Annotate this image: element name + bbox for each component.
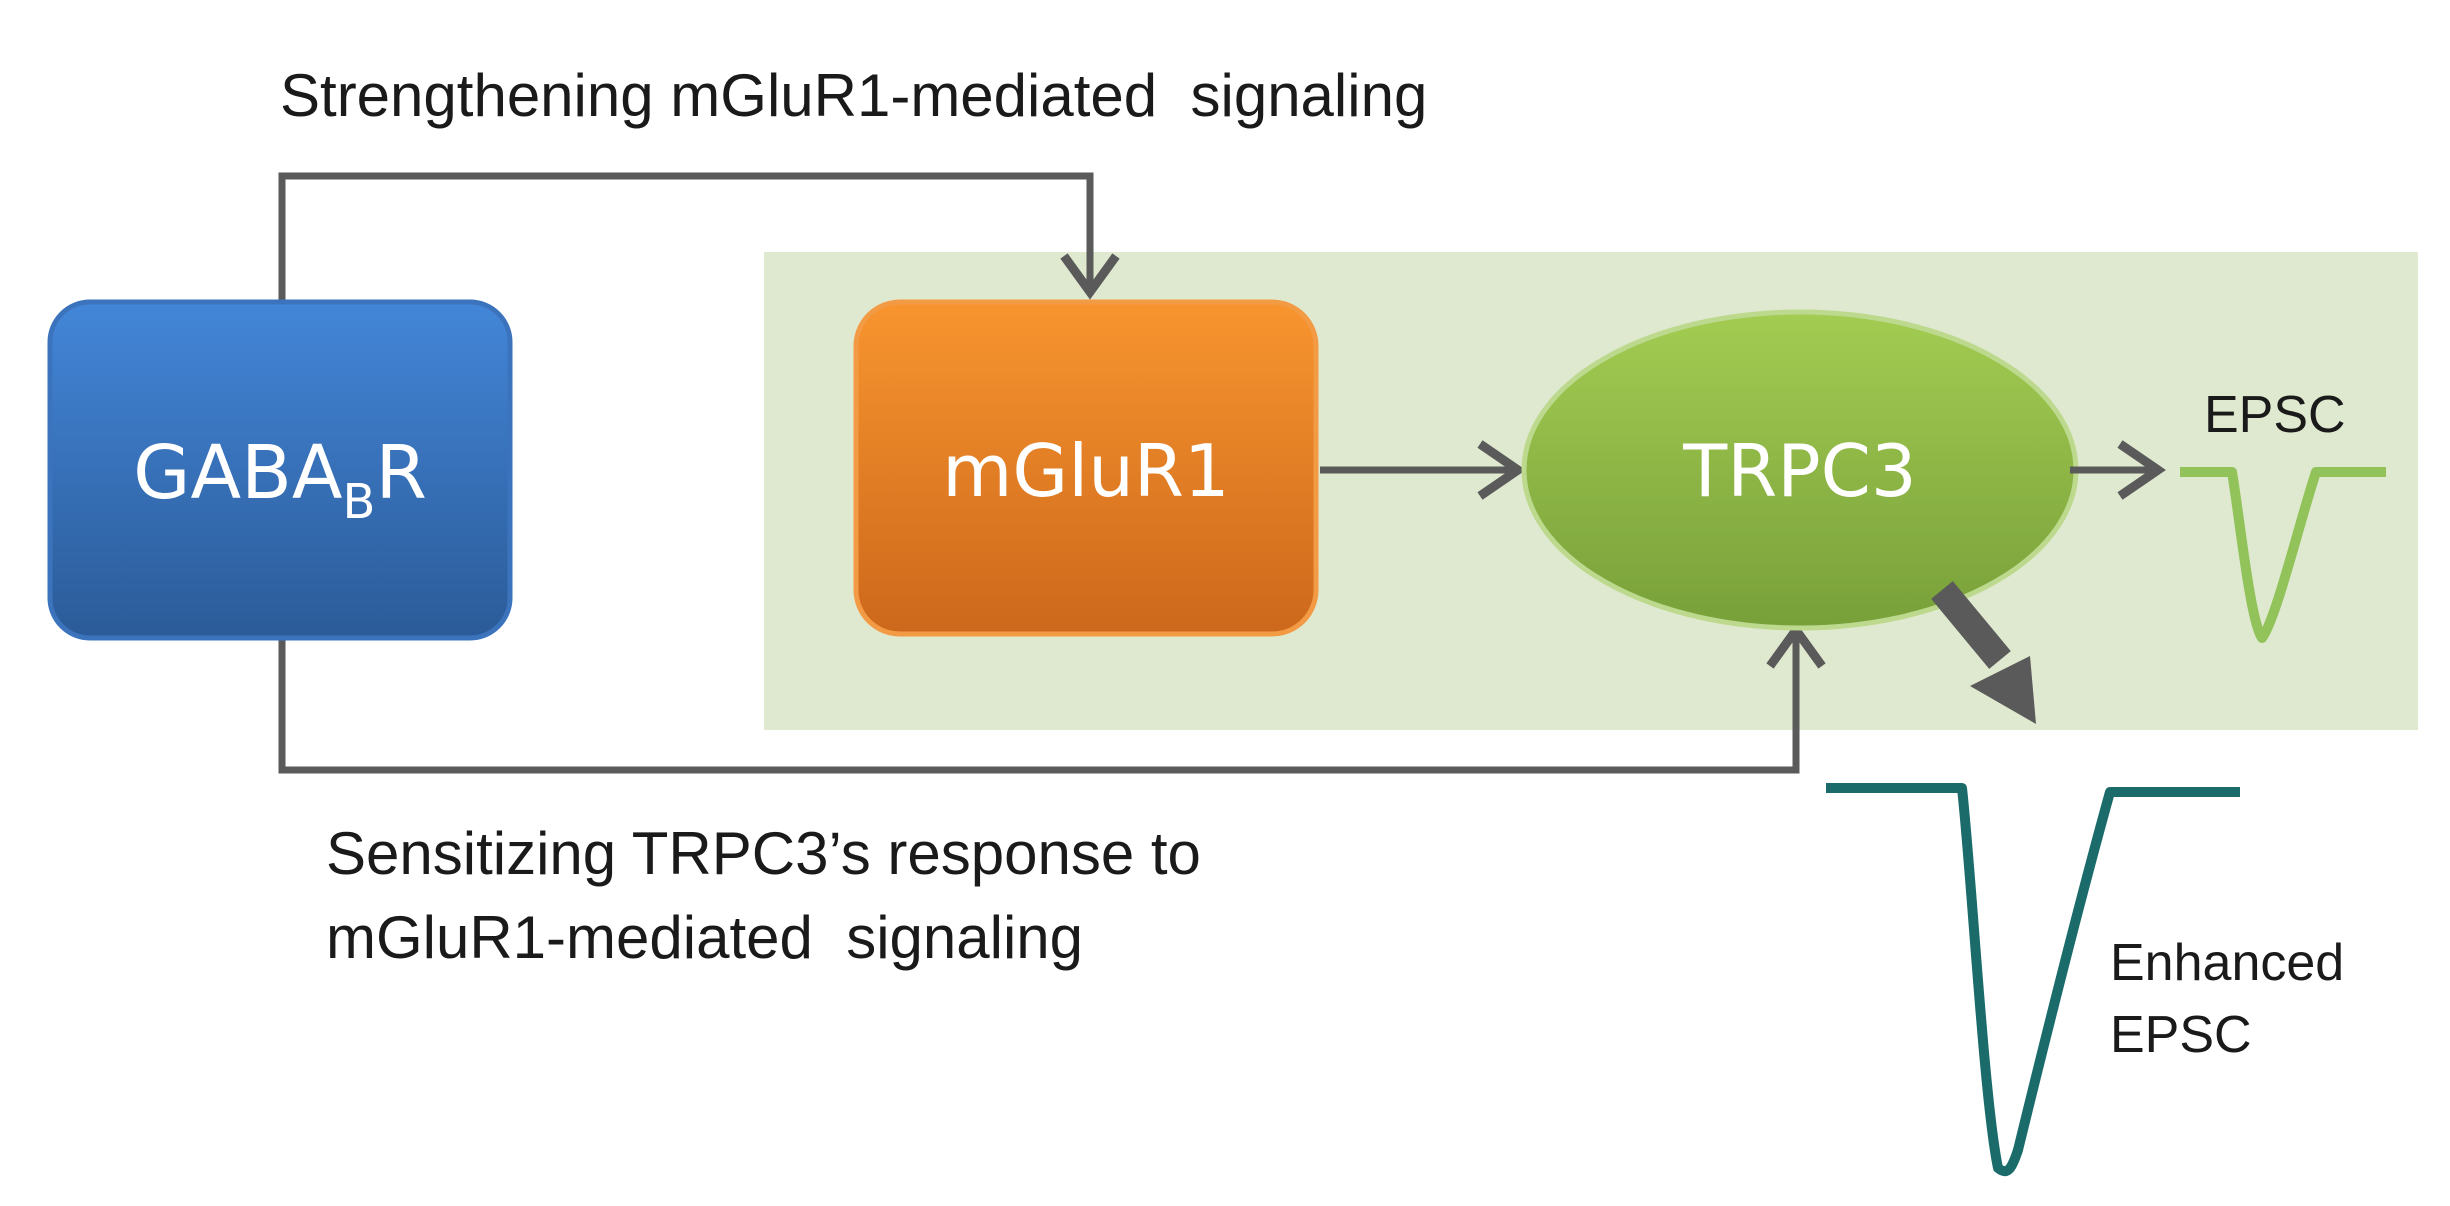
gabab-label-tail: R: [375, 430, 426, 516]
trpc3-label: TRPC3: [1682, 429, 1917, 513]
svg-text:Sensitizing TRPC3’s response t: Sensitizing TRPC3’s response to mGluR1-m…: [0, 0, 1284, 971]
enhanced-arrow: [1931, 581, 2036, 724]
bottom-pathway-label-line1: Sensitizing TRPC3’s response to: [326, 820, 1201, 887]
bottom-pathway-label-line2: mGluR1-mediated signaling: [326, 904, 1083, 971]
mglur1-to-trpc3-arrow: [1320, 440, 1526, 500]
top-pathway-label: Strengthening mGluR1-mediated signaling: [280, 62, 1427, 129]
epsc-trace: [2180, 467, 2386, 643]
svg-text:GABABR: GABABR: [133, 430, 427, 530]
top-pathway-arrowhead: [1060, 253, 1120, 300]
enhanced-epsc-trace: [1826, 783, 2240, 1176]
enhanced-epsc-label-line1: Enhanced: [2110, 934, 2344, 992]
gabab-label-main: GABA: [133, 430, 343, 516]
bottom-pathway-connector: [278, 630, 1800, 774]
mglur1-node: mGluR1: [853, 299, 1319, 637]
epsc-label: EPSC: [2204, 386, 2346, 444]
enhanced-epsc-label-line2: EPSC: [2110, 1006, 2252, 1064]
trpc3-node: TRPC3: [1521, 309, 2079, 631]
svg-text:Enhanced EPSC: Enhanced EPSC: [2110, 934, 2359, 1064]
trpc3-to-epsc-arrow: [2070, 440, 2166, 500]
gabab-receptor-node: GABABR: [47, 299, 513, 641]
mglur1-label: mGluR1: [942, 429, 1229, 513]
top-pathway-connector: [278, 172, 1094, 302]
gabab-label-subscript: B: [343, 474, 376, 530]
